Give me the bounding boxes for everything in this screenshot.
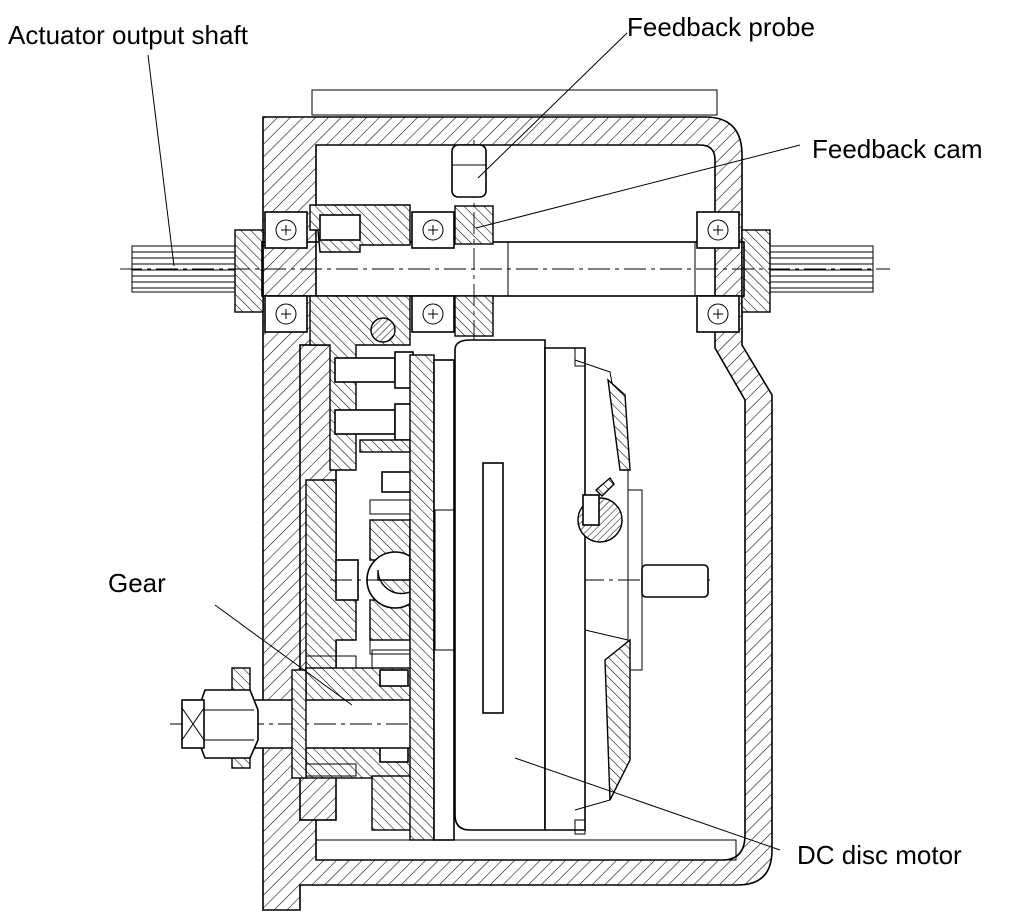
bearing-right: [696, 211, 740, 333]
shaft-splines-left: [132, 251, 238, 289]
label-gear: Gear: [108, 568, 166, 598]
label-feedback-cam: Feedback cam: [812, 134, 983, 164]
leader-actuator-output-shaft: [147, 54, 175, 267]
pin-icon: [370, 317, 396, 343]
bearing-left: [264, 211, 308, 333]
dc-disc-motor: [409, 339, 709, 841]
leader-dc-disc-motor: [514, 757, 781, 851]
label-actuator-output-shaft: Actuator output shaft: [8, 20, 249, 50]
shaft-splines-right: [767, 251, 873, 289]
label-feedback-probe: Feedback probe: [627, 12, 815, 42]
leader-gear: [214, 604, 353, 706]
gear-train: [170, 351, 710, 831]
leader-feedback-probe: [477, 32, 628, 179]
label-dc-disc-motor: DC disc motor: [797, 840, 962, 870]
bearing-middle: [411, 211, 455, 333]
armature-disc: [482, 462, 504, 714]
feedback-probe: [451, 144, 487, 198]
leader-feedback-cam: [475, 144, 801, 229]
callout-leaders: [147, 32, 801, 851]
